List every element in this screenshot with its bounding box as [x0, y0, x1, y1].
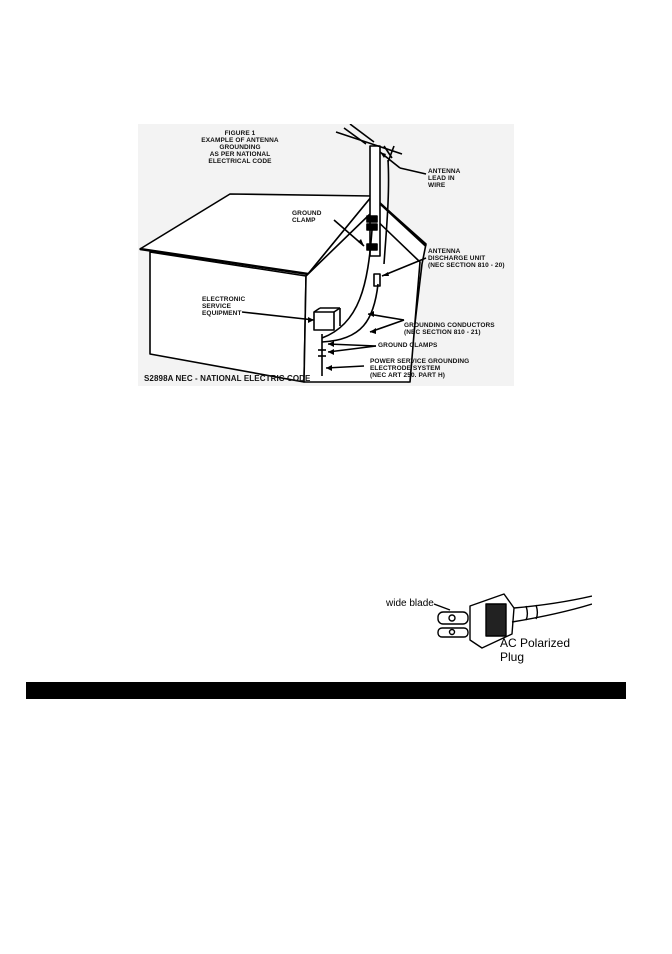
label-grounding-conductors: GROUNDING CONDUCTORS (NEC SECTION 810 - …: [404, 322, 495, 336]
plug-illustration: [433, 593, 592, 649]
house-antenna-diagram: [139, 124, 427, 383]
plug-caption: AC Polarized Plug: [500, 636, 571, 664]
label-electronic-service-equipment: ELECTRONIC SERVICE EQUIPMENT: [202, 296, 246, 317]
label-ground-clamps: GROUND CLAMPS: [378, 342, 438, 349]
figure-caption: S2898A NEC - NATIONAL ELECTRIC CODE: [144, 374, 311, 383]
figure-title: FIGURE 1 EXAMPLE OF ANTENNA GROUNDING AS…: [201, 130, 279, 165]
label-power-service-grounding: POWER SERVICE GROUNDING ELECTRODE SYSTEM…: [370, 358, 470, 379]
label-antenna-lead-in-wire: ANTENNA LEAD IN WIRE: [428, 168, 461, 189]
wide-blade-label: wide blade: [386, 598, 434, 609]
section-header-bar: [26, 682, 626, 699]
label-antenna-discharge-unit: ANTENNA DISCHARGE UNIT (NEC SECTION 810 …: [428, 248, 505, 269]
antenna-grounding-figure: FIGURE 1 EXAMPLE OF ANTENNA GROUNDING AS…: [138, 124, 514, 386]
ac-polarized-plug-figure: wide blade AC Polarized Plug: [386, 590, 592, 664]
label-ground-clamp: GROUND CLAMP: [292, 210, 322, 224]
